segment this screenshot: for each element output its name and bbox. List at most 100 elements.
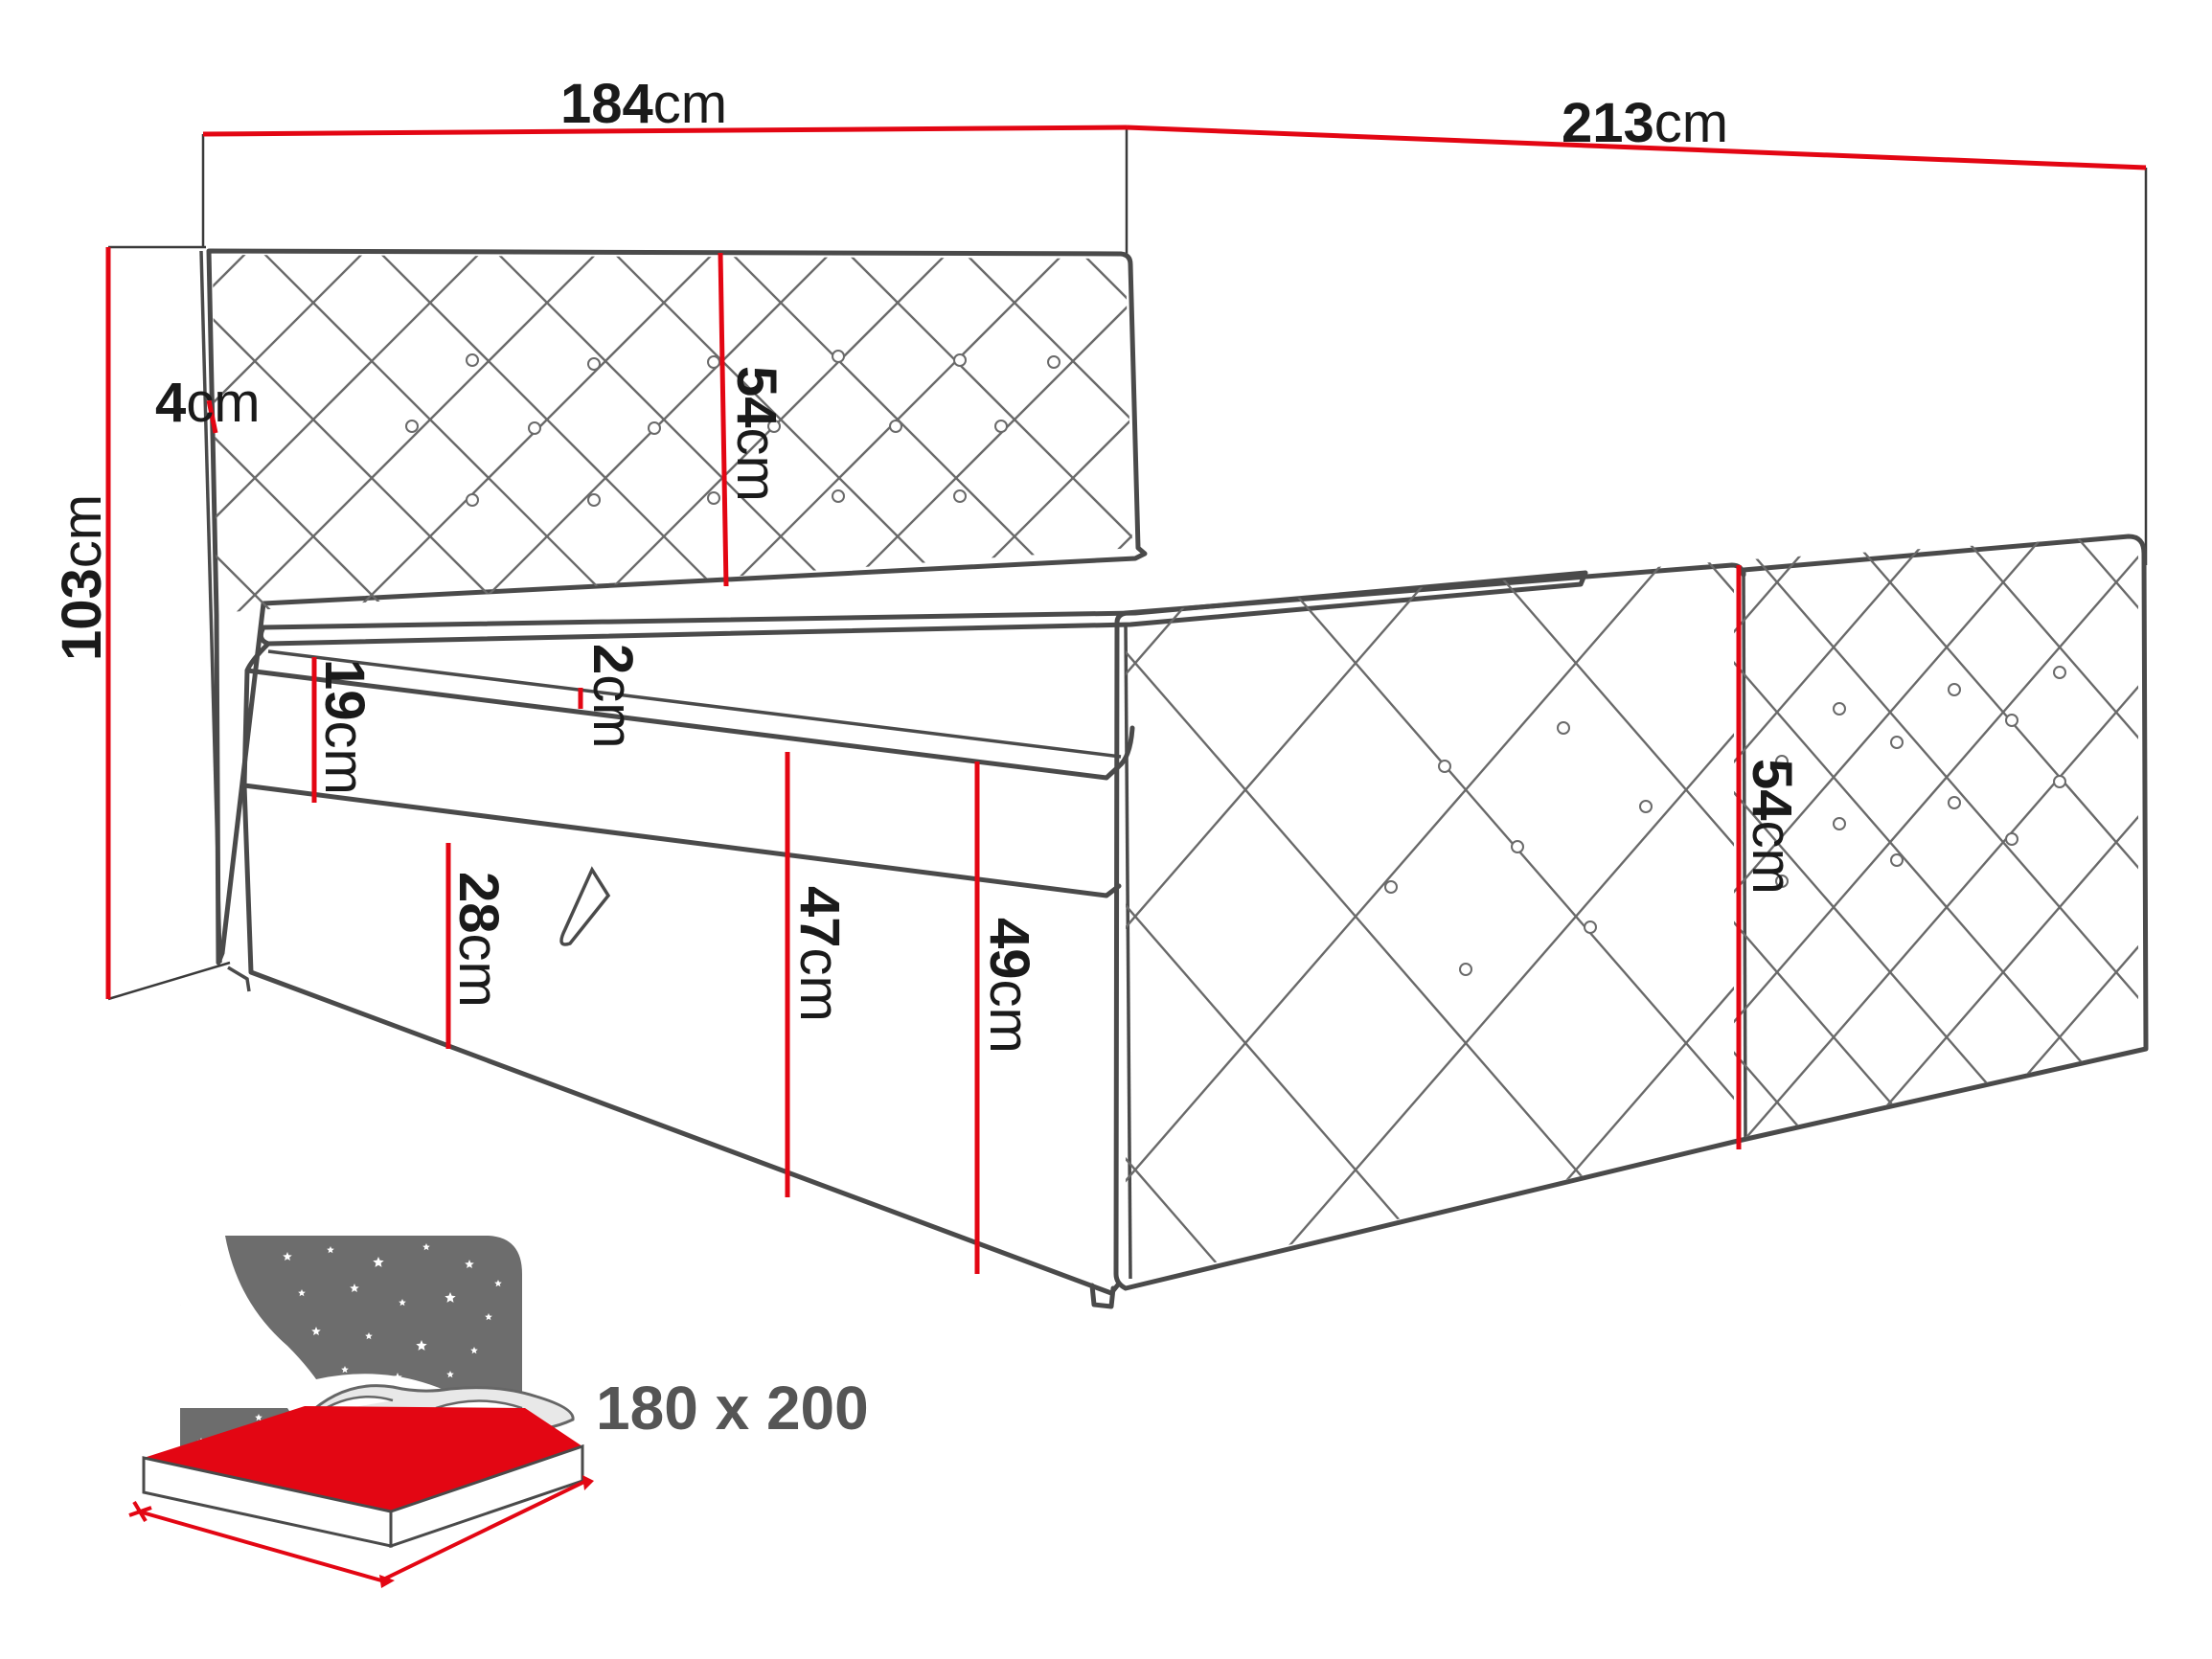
topper-label: 2cm (582, 644, 644, 749)
quilt-seam (1734, 536, 1932, 1140)
headboard-quilting (0, 244, 2162, 632)
quilt-seam (488, 255, 878, 613)
quilt-seam (371, 255, 761, 613)
tufting-button (889, 420, 902, 433)
tufting-button (707, 491, 720, 505)
tufting-button (1438, 760, 1451, 773)
tufting-button (1890, 736, 1904, 749)
quilt-seam (1152, 244, 1540, 632)
star-icon (445, 1292, 456, 1303)
star-icon (393, 1373, 402, 1381)
quilt-seam (1459, 560, 1734, 1284)
headboard (0, 244, 2162, 966)
tufting-button (587, 357, 601, 371)
quilt-seam (40, 517, 590, 1149)
quilt-seam (213, 255, 527, 613)
tufting-button (1948, 683, 1961, 696)
quilt-seam (379, 517, 929, 1149)
tufting-button (587, 493, 601, 507)
headboard-height-dimension-line (718, 252, 729, 587)
sleep-height-label: 49cm (978, 918, 1040, 1054)
quilt-seam (254, 255, 644, 613)
quilt-seam (213, 255, 373, 613)
headboard-thickness-label: 4cm (155, 372, 261, 434)
total-height-label: 103cm (51, 494, 113, 661)
tufting-button (767, 420, 781, 433)
tufting-button (1384, 880, 1398, 894)
quilt-seam (364, 517, 914, 1149)
tufting-button (2005, 714, 2018, 727)
tufting-button (1775, 875, 1789, 888)
quilt-seam (1734, 536, 2045, 1140)
quilt-seam (1465, 560, 1734, 1284)
star-icon (365, 1332, 373, 1340)
quilt-seam (0, 244, 58, 632)
quilt-seam (1239, 560, 1734, 1284)
quilt-seam (1620, 244, 2008, 632)
dimension-labels: 184cm 213cm 103cm 4cm 54cm 54cm 2cm 19cm… (51, 73, 1803, 1054)
tufting-button (466, 493, 479, 507)
quilt-seam (2127, 536, 2212, 1303)
star-icon (341, 1366, 349, 1374)
headboard-height-label: 54cm (725, 366, 787, 502)
quilt-seam (918, 255, 1132, 613)
tufting-button (528, 421, 541, 435)
tufting-button (832, 489, 845, 503)
quilt-seam (955, 255, 1132, 613)
star-icon (283, 1252, 292, 1261)
quilt-seam (266, 517, 816, 1149)
tufting-button (953, 353, 967, 367)
quilt-seam (1126, 560, 1687, 1284)
star-icon (399, 1299, 406, 1307)
star-icon (494, 1280, 502, 1287)
quilt-seam (1155, 517, 1705, 1149)
headboard-thickness-dimension-line (206, 399, 218, 434)
quilt-seam (477, 517, 1027, 1149)
star-icon (422, 1243, 430, 1251)
tufting-button (1557, 721, 1570, 735)
quilt-seam (450, 255, 840, 613)
star-icon (465, 1260, 474, 1268)
quilt-seam (2121, 536, 2212, 1303)
base-front-label: 28cm (447, 872, 510, 1008)
quilt-seam (1035, 255, 1132, 613)
tufting-button (1775, 755, 1789, 768)
star-icon (311, 1327, 321, 1335)
star-icon (446, 1371, 454, 1378)
tufting-button (994, 420, 1008, 433)
quilt-seam (1734, 536, 2138, 1140)
tufting-button (832, 350, 845, 363)
quilt-seam (1126, 560, 1252, 1284)
tufting-button (1639, 800, 1653, 813)
quilt-seam (1848, 536, 2138, 1140)
length-label: 213cm (1562, 92, 1728, 154)
quilt-seam (1833, 536, 2138, 1140)
box-spring-base (227, 783, 1122, 1309)
side-panel (40, 517, 2212, 1303)
quilt-seam (1126, 560, 1467, 1284)
quilt-seam (1735, 536, 2138, 1140)
star-icon (217, 1397, 224, 1404)
mattress-night-sky-icon (128, 1236, 594, 1588)
quilt-seam (1906, 536, 2212, 1303)
length-dimension-line (1126, 125, 2147, 170)
base-side-label: 47cm (788, 886, 851, 1022)
tufting-button (2005, 832, 2018, 846)
star-icon (373, 1257, 384, 1267)
tufting-button (1833, 817, 1846, 830)
quilt-seam (1946, 536, 2138, 1140)
tufting-button (707, 355, 720, 369)
star-icon (350, 1284, 359, 1292)
quilt-seam (213, 255, 293, 613)
star-icon (416, 1340, 427, 1351)
quilt-seam (1774, 244, 2162, 632)
side-height-label: 54cm (1741, 759, 1803, 895)
star-icon (201, 1365, 211, 1374)
quilt-seam (945, 517, 1494, 1149)
tufting-button (466, 353, 479, 367)
star-icon (255, 1414, 262, 1421)
quilt-seam (1734, 536, 2138, 1140)
dimension-lines (105, 125, 2147, 1274)
tufting-button (953, 489, 967, 503)
